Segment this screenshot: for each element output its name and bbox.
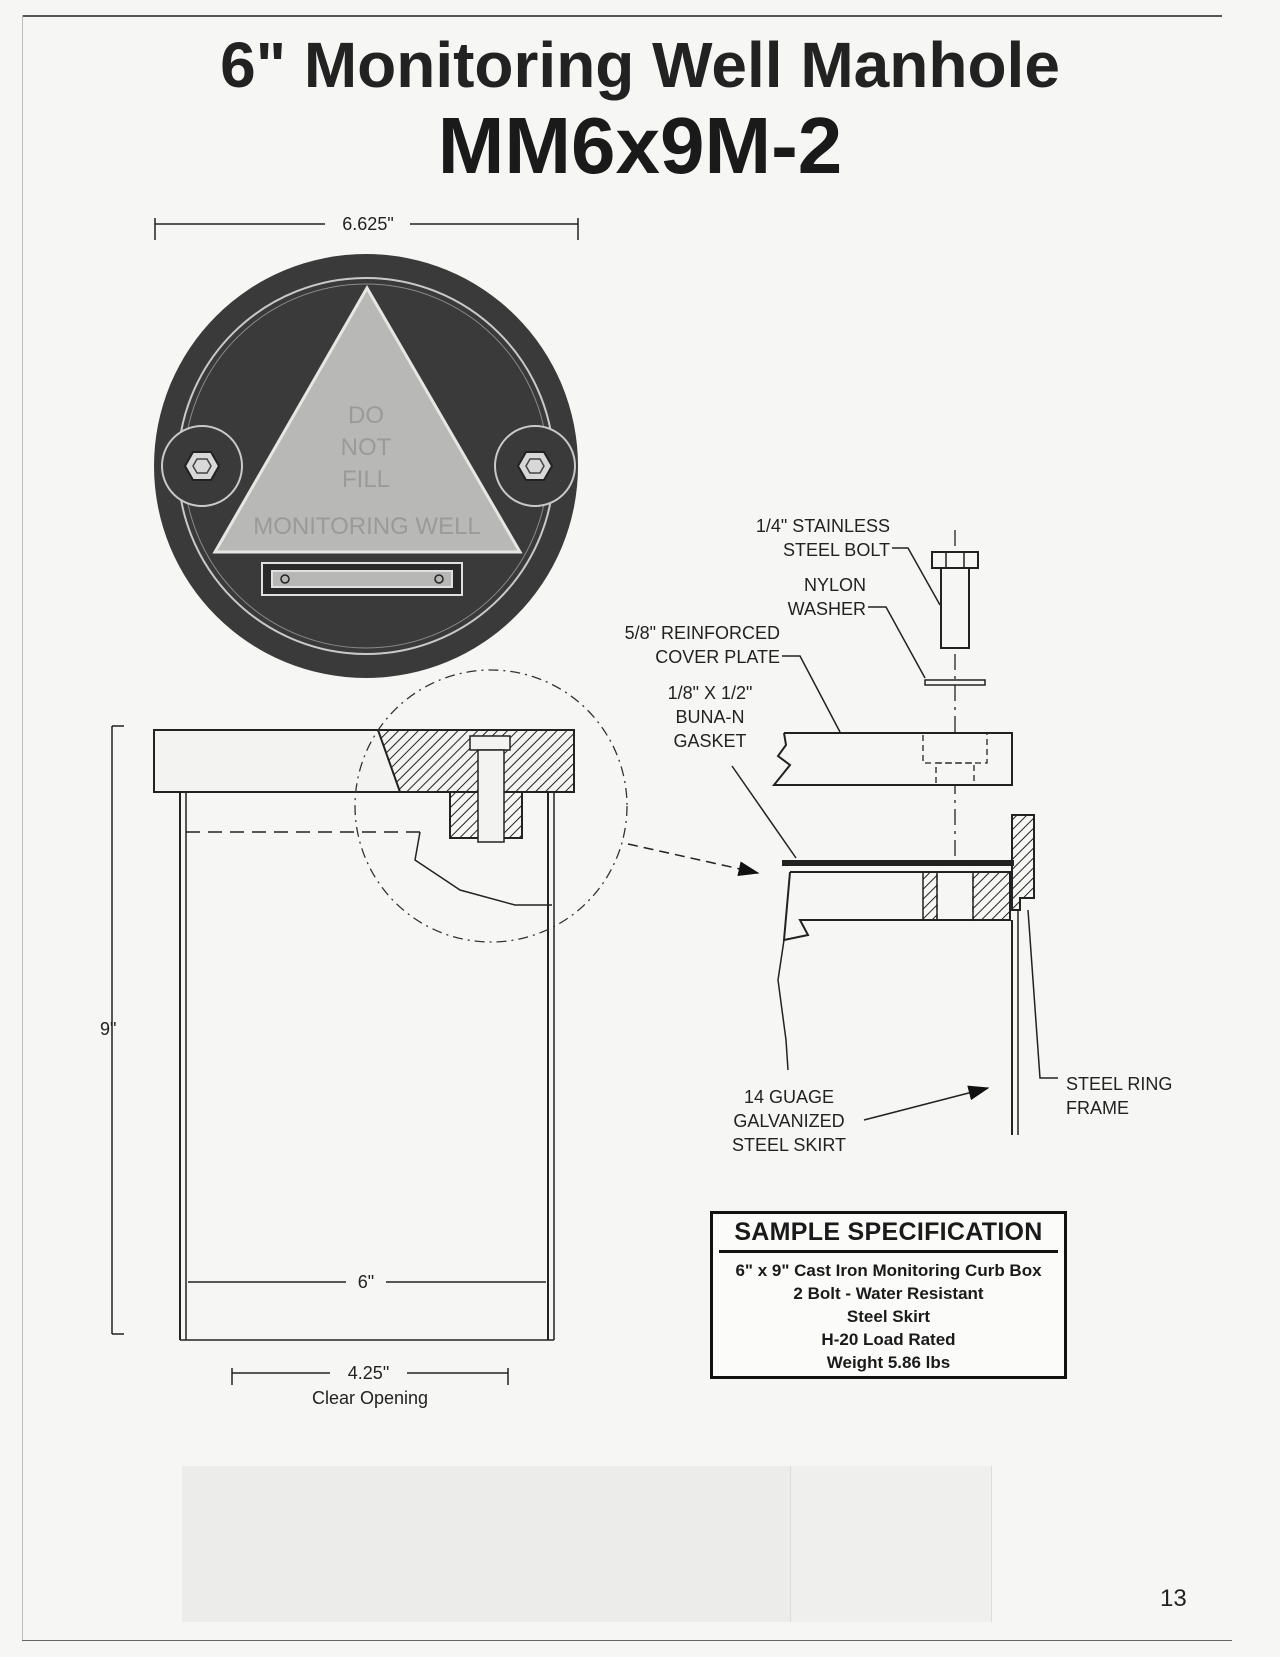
manhole-cover-top-view [154,254,578,678]
opening-dimension [231,1368,509,1385]
bolt-callout-line: 1/4" STAINLESS [755,516,890,536]
clear-opening-label: Clear Opening [311,1388,429,1408]
skirt-width-label: 6" [357,1272,375,1292]
gasket-callout-line: BUNA-N [675,707,745,727]
cover-plate-callout-line: COVER PLATE [655,647,780,667]
sample-specification-box: SAMPLE SPECIFICATION 6" x 9" Cast Iron M… [710,1211,1067,1379]
bottom-rule [22,1640,1232,1641]
spec-line: Weight 5.86 lbs [826,1353,951,1372]
height-label: 9" [100,1019,117,1039]
spec-line: 6" x 9" Cast Iron Monitoring Curb Box [735,1261,1042,1280]
top-rule [22,15,1222,17]
spec-line: Steel Skirt [846,1307,931,1326]
cover-text-not: NOT [340,434,392,461]
opening-label: 4.25" [347,1363,390,1383]
cover-plate-callout-line: 5/8" REINFORCED [624,623,780,643]
washer-callout-line: NYLON [803,575,866,595]
spec-lines: 6" x 9" Cast Iron Monitoring Curb Box 2 … [713,1259,1064,1374]
spec-line: 2 Bolt - Water Resistant [793,1284,984,1303]
faded-panel [790,1466,992,1622]
hex-bolt-icon [183,451,221,481]
detail-circle [354,669,628,943]
cover-diameter-label: 6.625" [342,214,394,234]
detail-arrow [627,843,760,877]
page-number: 13 [1160,1585,1187,1612]
spec-heading: SAMPLE SPECIFICATION [719,1218,1058,1253]
skirt-callout-line: GALVANIZED [733,1111,845,1131]
callout-leaders [731,547,1058,1121]
manhole-side-section [153,729,575,1341]
gasket-callout-line: GASKET [673,731,747,751]
cover-plate-callout: 5/8" REINFORCED COVER PLATE [570,621,780,669]
height-dimension [111,725,124,1335]
washer-callout: NYLON WASHER [700,573,866,621]
bolt-callout-line: STEEL BOLT [782,540,890,560]
bolt-callout: 1/4" STAINLESS STEEL BOLT [700,514,890,562]
ring-callout: STEEL RING FRAME [1066,1072,1172,1120]
cover-text-monitoring-well: MONITORING WELL [253,513,481,540]
cover-diameter-dimension [154,218,579,240]
left-rule [22,15,23,1640]
exploded-detail-view [771,530,1035,1135]
skirt-callout-line: 14 GUAGE [743,1087,835,1107]
skirt-callout-line: STEEL SKIRT [731,1135,847,1155]
model-number: MM6x9M-2 [437,101,843,190]
cover-text-do: DO [348,402,384,429]
skirt-callout: 14 GUAGE GALVANIZED STEEL SKIRT [716,1085,862,1157]
washer-callout-line: WASHER [787,599,866,619]
gasket-callout-line: 1/8" X 1/2" [667,683,753,703]
faded-panel [182,1466,790,1622]
page-title: 6" Monitoring Well Manhole [220,29,1060,101]
ring-callout-line: FRAME [1066,1098,1129,1118]
cover-text-fill: FILL [341,466,391,493]
gasket-callout: 1/8" X 1/2" BUNA-N GASKET [650,681,770,753]
ring-callout-line: STEEL RING [1066,1074,1173,1094]
hex-bolt-icon [516,451,554,481]
spec-line: H-20 Load Rated [821,1330,956,1349]
